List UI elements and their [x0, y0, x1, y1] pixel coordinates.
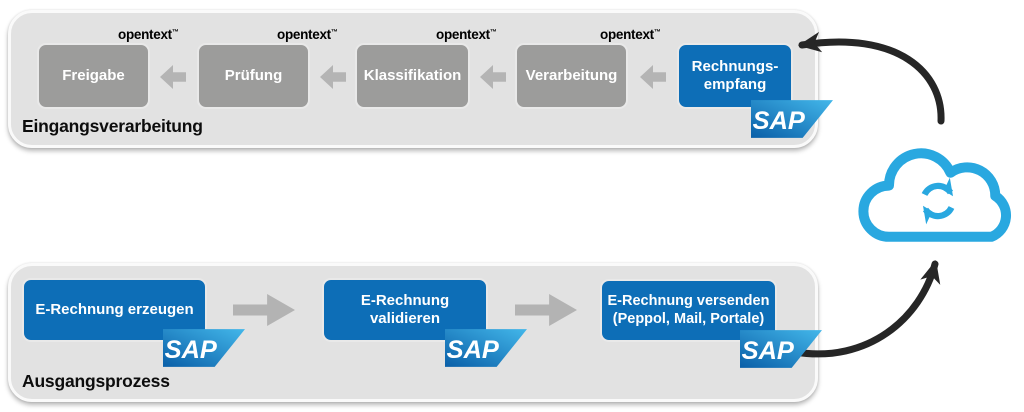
sap-wordmark: SAP [753, 107, 805, 135]
box-label: E-Rechnung erzeugen [35, 300, 194, 318]
box-label-line2: (Peppol, Mail, Portale) [612, 310, 765, 327]
box-label-line1: E-Rechnung [360, 291, 450, 309]
inbound-lane-title: Eingangsverarbeitung [22, 116, 203, 136]
opentext-wordmark: opentext [600, 27, 654, 42]
box-verarbeitung: Verarbeitung [515, 43, 628, 109]
opentext-wordmark: opentext [277, 27, 331, 42]
opentext-logo-4: opentext™ [600, 27, 661, 42]
box-klassifikation: Klassifikation [355, 43, 470, 109]
box-rechnungsempfang: Rechnungs- empfang [677, 43, 793, 109]
sync-icon [921, 177, 955, 225]
sap-logo: SAP [751, 100, 833, 138]
box-label-line1: E-Rechnung versenden [607, 292, 770, 309]
sap-wordmark: SAP [447, 336, 499, 364]
trademark-mark: ™ [171, 29, 179, 36]
box-label: Prüfung [224, 66, 283, 84]
box-label-line2: validieren [369, 310, 441, 327]
box-label: Klassifikation [363, 66, 462, 84]
box-label-line2: empfang [703, 76, 767, 93]
opentext-wordmark: opentext [118, 27, 172, 42]
cloud-icon [858, 148, 1012, 242]
box-label: Verarbeitung [525, 66, 618, 84]
sap-logo: SAP [445, 329, 527, 367]
trademark-mark: ™ [489, 29, 497, 36]
sap-logo: SAP [740, 330, 822, 368]
opentext-logo-1: opentext™ [118, 27, 179, 42]
sap-wordmark: SAP [165, 336, 217, 364]
box-label-line1: Rechnungs- [691, 57, 779, 75]
box-freigabe: Freigabe [37, 43, 150, 109]
outbound-lane-title: Ausgangsprozess [22, 371, 170, 391]
box-pruefung: Prüfung [197, 43, 310, 109]
opentext-logo-3: opentext™ [436, 27, 497, 42]
opentext-wordmark: opentext [436, 27, 490, 42]
sap-logo: SAP [163, 329, 245, 367]
sap-wordmark: SAP [742, 337, 794, 365]
box-label: Freigabe [62, 66, 125, 84]
trademark-mark: ™ [653, 29, 661, 36]
trademark-mark: ™ [330, 29, 338, 36]
opentext-logo-2: opentext™ [277, 27, 338, 42]
